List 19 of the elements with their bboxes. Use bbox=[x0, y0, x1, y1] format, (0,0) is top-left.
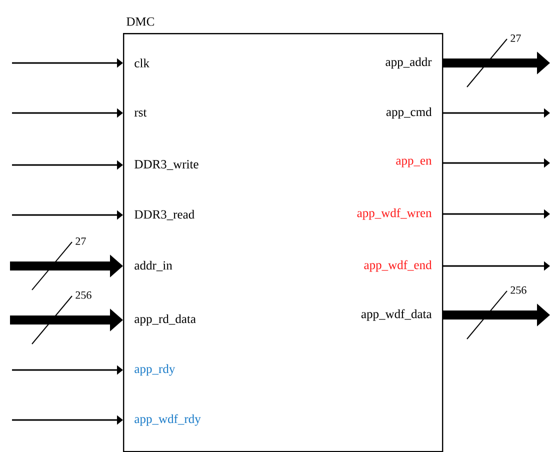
bus-width-label: 27 bbox=[510, 34, 521, 42]
port-label: app_addr bbox=[386, 57, 432, 69]
port-label: app_wdf_data bbox=[361, 309, 432, 321]
port-label: app_rdy bbox=[134, 364, 176, 376]
port-label: app_wdf_end bbox=[364, 260, 432, 272]
port-label: DDR3_write bbox=[134, 160, 198, 170]
bus-width-label: 256 bbox=[76, 291, 92, 299]
port-label: clk bbox=[134, 58, 150, 68]
block-title: DMC bbox=[126, 17, 154, 26]
port-label: DDR3_read bbox=[134, 210, 194, 220]
port-label: addr_in bbox=[134, 260, 172, 272]
bus-width-label: 256 bbox=[510, 286, 526, 294]
port-label: app_cmd bbox=[386, 107, 432, 119]
port-label: app_rd_data bbox=[134, 314, 196, 326]
port-label: app_wdf_rdy bbox=[134, 414, 201, 426]
bus-width-label: 27 bbox=[76, 238, 86, 245]
port-label: rst bbox=[134, 109, 147, 117]
port-label: app_en bbox=[396, 158, 432, 168]
port-label: app_wdf_wren bbox=[357, 208, 432, 220]
